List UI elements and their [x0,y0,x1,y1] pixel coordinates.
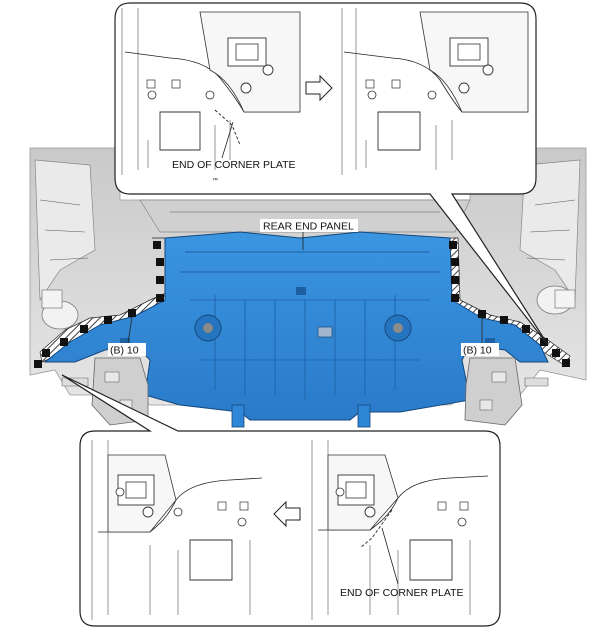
weld-count-left-callout: (B) 10 [108,316,146,357]
weld-count-right-label: (B) 10 [463,345,492,357]
rear-end-panel-callout: REAR END PANEL [260,219,358,250]
corner-plate-top-label: END OF CORNER PLATE [172,159,296,171]
bottom-right-detail-drawing [311,440,489,620]
top-detail-callout: END OF CORNER PLATE ™ [114,2,549,346]
small-mark-label: ™ [212,177,218,184]
arrow-left-icon [273,500,301,528]
weld-count-right-callout: (B) 10 [461,318,499,357]
top-left-detail-drawing [121,8,301,175]
corner-plate-bottom-label: END OF CORNER PLATE [340,587,464,599]
lower-brackets [61,357,549,426]
top-right-detail-drawing [341,8,529,175]
rear-end-panel-label: REAR END PANEL [263,221,354,233]
bottom-detail-callout: END OF CORNER PLATE [61,374,501,627]
arrow-right-icon [305,74,333,102]
weld-count-left-label: (B) 10 [110,345,139,357]
rear-end-panel [43,231,549,428]
bottom-left-detail-drawing [91,440,263,620]
weld-points [34,241,570,368]
